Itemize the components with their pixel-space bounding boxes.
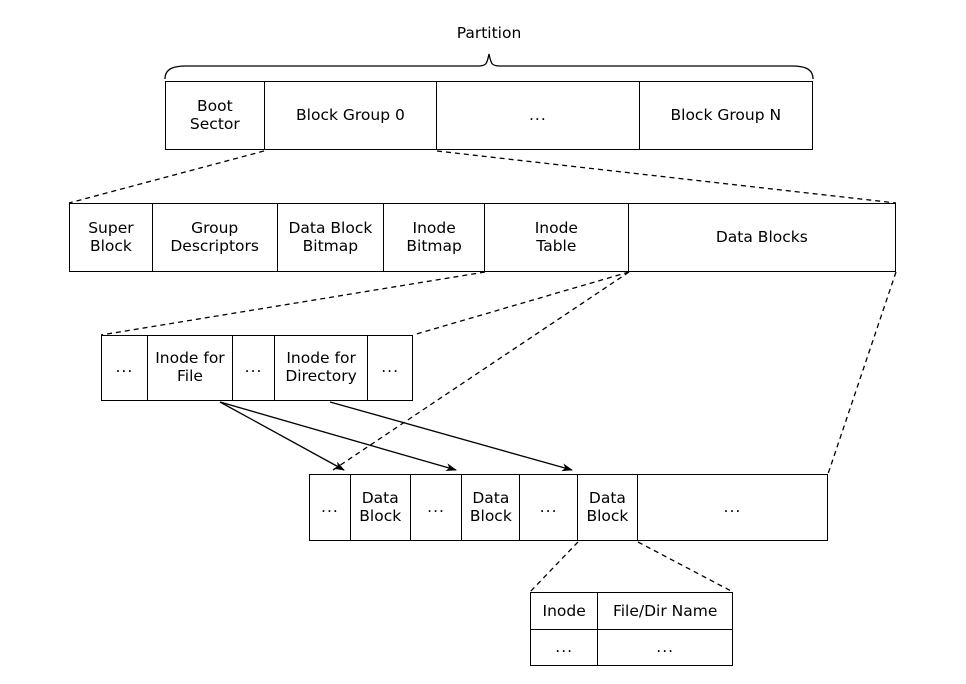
dirent-cell-inode[interactable]: ... [531,629,599,665]
cell-data-block-3[interactable]: Data Block [578,475,638,540]
cell-label: Inode for File [155,349,225,385]
cell-group-descriptors[interactable]: Group Descriptors [152,204,278,271]
cell-label: ... [723,497,742,516]
partition-row: Boot Sector Block Group 0 ... Block Grou… [165,81,813,150]
cell-label: Data Block Bitmap [288,218,373,255]
cell-label: Inode Bitmap [406,218,462,255]
cell-inode-for-directory[interactable]: Inode for Directory [274,336,369,400]
dirent-cell-filename[interactable]: ... [598,629,732,665]
dirent-data-row: ... ... [531,629,732,665]
cell-label: ... [381,358,400,377]
cell-label: Data Block [469,488,512,525]
zoom-line-datablocks [827,271,897,475]
partition-caption: Partition [456,24,522,42]
data-blocks-row: ... Data Block ... Data Block ... Data B… [309,474,828,541]
partition-brace [164,53,814,80]
cell-label: Data Block [359,488,402,525]
cell-datablock-ellipsis-2[interactable]: ... [410,475,463,540]
cell-datablock-ellipsis-1[interactable]: ... [310,475,351,540]
cell-inode-ellipsis-mid[interactable]: ... [233,336,275,400]
cell-boot-sector[interactable]: Boot Sector [166,82,265,149]
cell-label: Block Group N [670,105,782,124]
inode-table-row: ... Inode for File ... Inode for Directo… [101,335,413,401]
inode-to-datablock-arrows [219,401,573,472]
cell-label: ... [539,497,558,516]
cell-datablock-ellipsis-4[interactable]: ... [637,475,828,540]
cell-label: Super Block [88,218,134,255]
cell-block-group-ellipsis[interactable]: ... [437,82,640,149]
cell-label: Boot Sector [189,96,240,133]
zoom-lines-direntry [529,541,734,593]
cell-label: Block Group 0 [296,105,405,124]
cell-data-blocks[interactable]: Data Blocks [628,204,896,271]
cell-label: ... [244,358,263,377]
dirent-header-inode: Inode [531,593,599,629]
cell-inode-bitmap[interactable]: Inode Bitmap [384,204,486,271]
cell-inode-for-file[interactable]: Inode for File [147,336,234,400]
dirent-header-filename: File/Dir Name [598,593,732,629]
cell-label: ... [321,497,339,516]
cell-label: ... [528,105,547,124]
cell-block-group-0[interactable]: Block Group 0 [264,82,438,149]
cell-data-block-2[interactable]: Data Block [462,475,521,540]
zoom-lines-blockgroup [68,150,897,204]
cell-block-group-n[interactable]: Block Group N [639,82,813,149]
cell-data-block-bitmap[interactable]: Data Block Bitmap [277,204,385,271]
cell-inode-ellipsis-right[interactable]: ... [368,336,413,400]
cell-label: ... [427,497,445,516]
cell-super-block[interactable]: Super Block [70,204,153,271]
cell-label: Data Blocks [715,227,808,246]
cell-inode-ellipsis-left[interactable]: ... [102,336,148,400]
cell-data-block-1[interactable]: Data Block [350,475,411,540]
cell-inode-table[interactable]: Inode Table [485,204,629,271]
cell-label: Inode Table [534,218,578,255]
cell-datablock-ellipsis-3[interactable]: ... [520,475,579,540]
cell-label: Data Block [586,488,629,525]
cell-label: Group Descriptors [170,218,259,255]
cell-label: ... [115,358,134,377]
block-group-row: Super Block Group Descriptors Data Block… [69,203,896,272]
dirent-header-row: Inode File/Dir Name [531,593,732,630]
zoom-lines-inodetable [100,271,630,336]
cell-label: Inode for Directory [285,349,357,385]
directory-entry-table: Inode File/Dir Name ... ... [530,592,733,666]
